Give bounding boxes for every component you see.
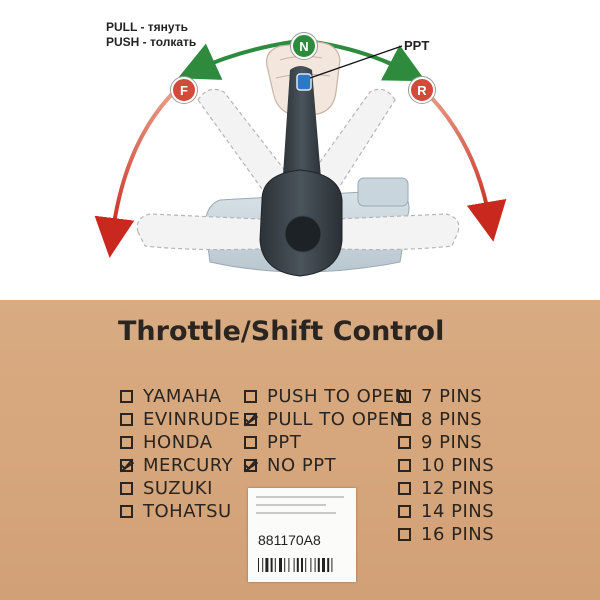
reverse-badge: R: [409, 77, 435, 103]
brand-row: EVINRUDE: [120, 409, 240, 430]
pins-row: 16 PINS: [398, 524, 494, 545]
neutral-arc-left: [177, 40, 293, 80]
option-row: PPT: [244, 432, 301, 453]
forward-arc: [94, 86, 180, 258]
reverse-arc: [420, 86, 507, 242]
brand-row: TOHATSU: [120, 501, 232, 522]
brand-checkbox: [120, 482, 133, 495]
pins-row: 7 PINS: [398, 386, 482, 407]
option-label: PUSH TO OPEN: [267, 386, 409, 407]
brand-row: SUZUKI: [120, 478, 213, 499]
brand-label: SUZUKI: [143, 478, 213, 499]
pins-row: 8 PINS: [398, 409, 482, 430]
option-label: PPT: [267, 432, 302, 453]
brand-checkbox: [120, 459, 133, 472]
forward-badge: F: [171, 77, 197, 103]
legend: PULL - тянуть PUSH - толкать: [106, 20, 196, 50]
option-label: PULL TO OPEN: [267, 409, 404, 430]
barcode: [258, 558, 333, 572]
pins-checkbox: [398, 390, 411, 403]
ppt-label: PPT: [404, 38, 430, 53]
ppt-button: [296, 73, 312, 91]
pins-row: 14 PINS: [398, 501, 494, 522]
pins-row: 12 PINS: [398, 478, 494, 499]
part-number: 881170A8: [258, 532, 321, 548]
pins-label: 8 PINS: [421, 409, 483, 430]
brand-checkbox: [120, 413, 133, 426]
brand-label: HONDA: [143, 432, 213, 453]
box-title: Throttle/Shift Control: [118, 316, 445, 347]
option-checkbox: [244, 436, 257, 449]
pins-row: 9 PINS: [398, 432, 482, 453]
brand-label: TOHATSU: [143, 501, 232, 522]
pins-label: 7 PINS: [421, 386, 483, 407]
pins-label: 9 PINS: [421, 432, 483, 453]
pins-checkbox: [398, 528, 411, 541]
pins-label: 12 PINS: [421, 478, 495, 499]
brand-checkbox: [120, 505, 133, 518]
option-checkbox: [244, 459, 257, 472]
brand-row: HONDA: [120, 432, 213, 453]
pins-checkbox: [398, 436, 411, 449]
brand-row: YAMAHA: [120, 386, 222, 407]
option-row: PUSH TO OPEN: [244, 386, 408, 407]
option-checkbox: [244, 390, 257, 403]
brand-label: EVINRUDE: [143, 409, 241, 430]
pins-checkbox: [398, 413, 411, 426]
brand-row: MERCURY: [120, 455, 233, 476]
neutral-badge: N: [291, 33, 317, 59]
option-checkbox: [244, 413, 257, 426]
legend-pull: PULL - тянуть: [106, 20, 188, 34]
pins-row: 10 PINS: [398, 455, 494, 476]
pins-checkbox: [398, 482, 411, 495]
brand-checkbox: [120, 436, 133, 449]
pins-checkbox: [398, 505, 411, 518]
option-label: NO PPT: [267, 455, 337, 476]
pins-label: 16 PINS: [421, 524, 495, 545]
option-row: NO PPT: [244, 455, 336, 476]
ppt-pointer-line: [309, 45, 403, 79]
brand-checkbox: [120, 390, 133, 403]
pins-checkbox: [398, 459, 411, 472]
pins-label: 14 PINS: [421, 501, 495, 522]
throttle-lever: [259, 66, 343, 277]
option-row: PULL TO OPEN: [244, 409, 404, 430]
legend-push: PUSH - толкать: [106, 35, 197, 49]
throttle-lever-diagram: [94, 40, 507, 277]
pins-label: 10 PINS: [421, 455, 495, 476]
part-number-sticker: 881170A8: [248, 488, 356, 582]
brand-label: YAMAHA: [143, 386, 222, 407]
brand-label: MERCURY: [143, 455, 234, 476]
